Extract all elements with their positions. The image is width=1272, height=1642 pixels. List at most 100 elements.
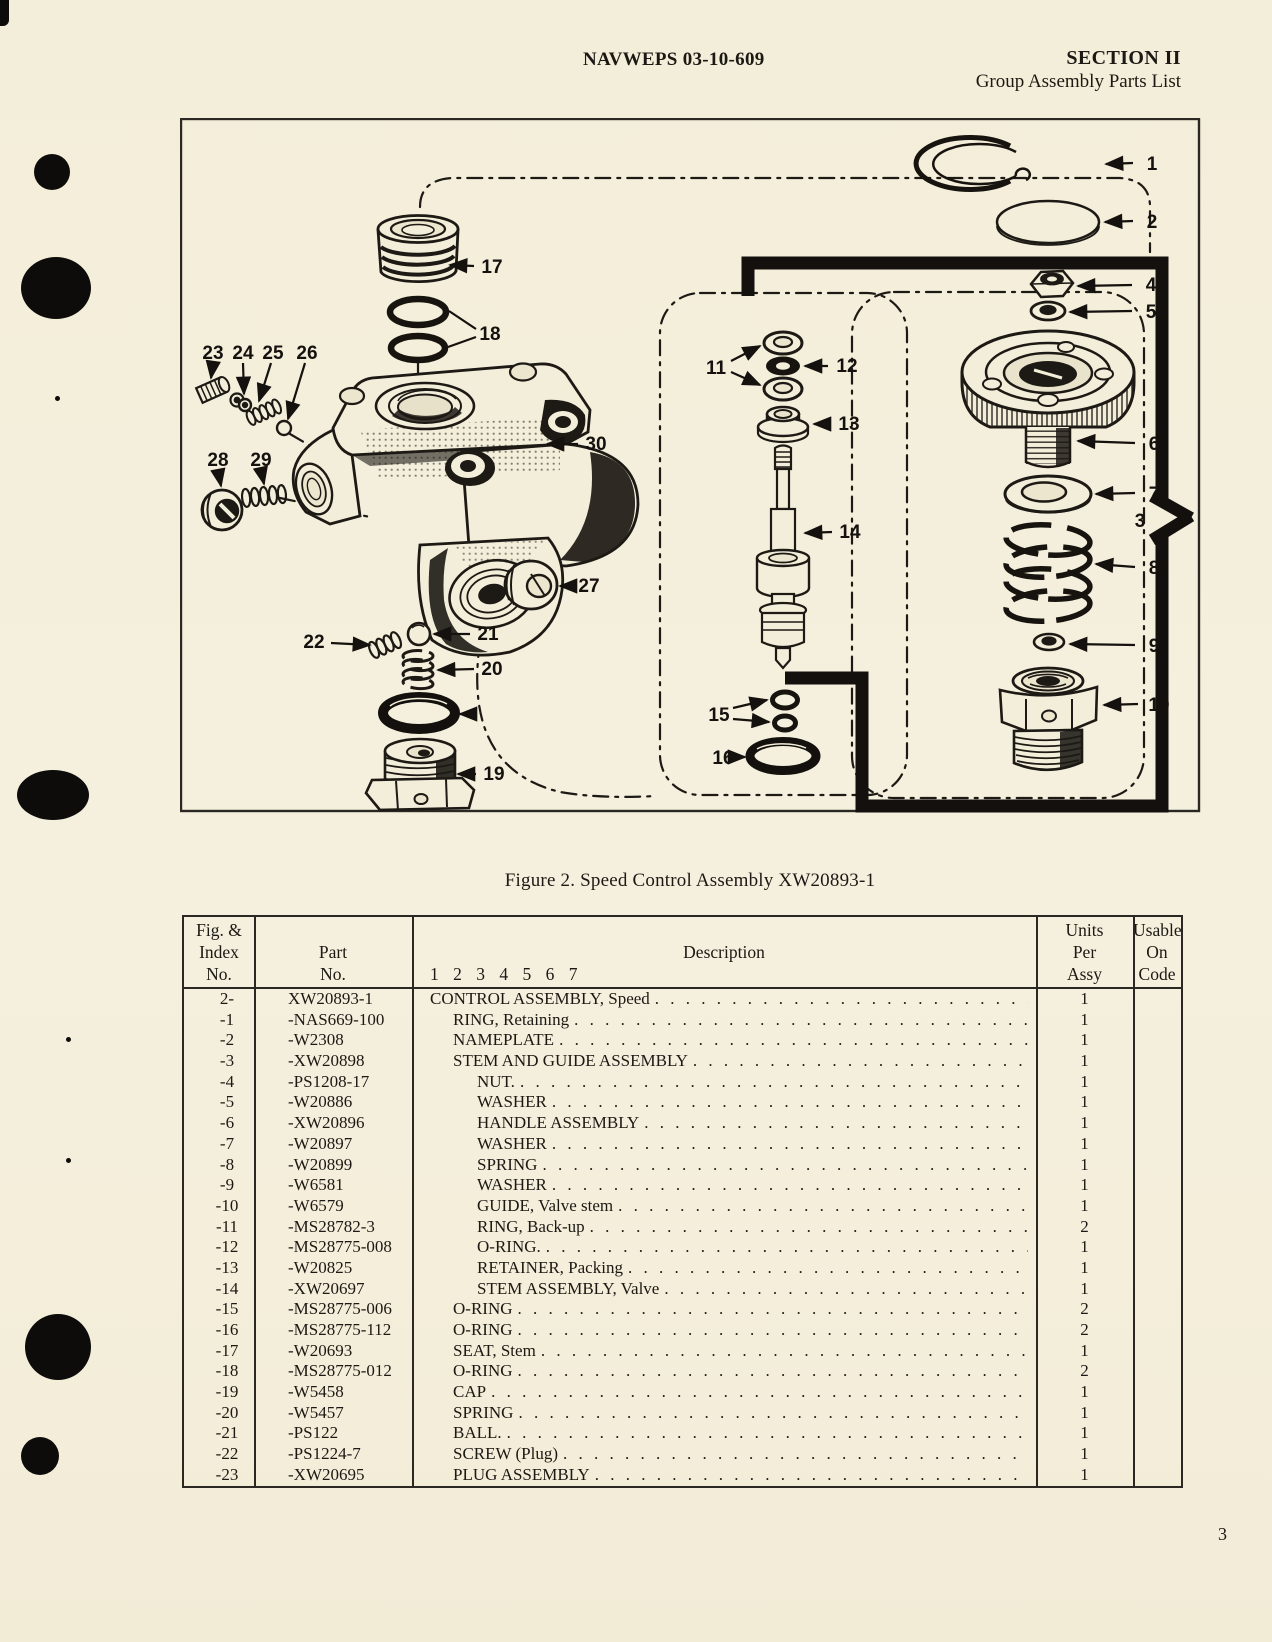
description-text: BALL. [453,1423,502,1443]
fig-index-no: -6 [219,1113,235,1133]
part-9-washer [1032,632,1066,652]
dot-leader: . . . . . . . . . . . . . . . . . . . . … [559,1030,1028,1050]
usable-on-code [1133,1196,1181,1217]
part-30-valve-body [291,362,640,657]
units-per-assy: 1 [1080,989,1089,1008]
part-no: -W20886 [288,1092,353,1112]
fig-index-no: -8 [219,1154,235,1174]
part-no: -XW20695 [288,1464,365,1484]
description-text: STEM ASSEMBLY, Valve [477,1278,660,1298]
part-no: -W5457 [288,1402,344,1422]
callout-label-8: 8 [1149,558,1160,579]
part-no: -MS28775-008 [288,1237,392,1257]
description-text: SPRING [453,1402,514,1422]
col-header-description: Description [683,942,765,962]
part-17-stem-seat [376,214,460,284]
col-header-fig: No. [206,964,232,984]
description-cell: NUT.. . . . . . . . . . . . . . . . . . … [412,1072,1036,1093]
part-no: -XW20697 [288,1278,365,1298]
description-cell: O-RING. . . . . . . . . . . . . . . . . … [412,1299,1036,1320]
part-25-spring [245,398,283,426]
units-per-assy: 1 [1080,1278,1089,1298]
col-header-fig: Index [199,942,239,962]
units-per-assy: 1 [1080,1175,1089,1195]
callout-label-5: 5 [1146,302,1157,323]
description-text: SPRING [477,1154,538,1174]
description-text: CONTROL ASSEMBLY, Speed [430,989,650,1008]
part-no: -MS28782-3 [288,1216,375,1236]
part-no: -W20899 [288,1154,353,1174]
part-20-spring [401,649,435,691]
fig-index-no: -9 [219,1175,235,1195]
part-6-handle-assembly [960,329,1136,469]
description-text: WASHER [477,1133,547,1153]
units-per-assy: 2 [1080,1216,1089,1236]
fig-index-no: -18 [215,1361,239,1381]
part-no: -W20897 [288,1133,353,1153]
part-23-plug-assembly [194,375,245,408]
punch-hole-mark [17,770,89,820]
dot-leader: . . . . . . . . . . . . . . . . . . . . … [518,1402,1028,1422]
callout-label-24: 24 [232,343,254,364]
usable-on-code [1133,989,1181,1010]
callout-label-20: 20 [481,659,502,680]
callout-label-2: 2 [1147,212,1158,233]
dot-leader: . . . . . . . . . . . . . . . . . . . . … [654,989,1028,1008]
page-number: 3 [1218,1524,1227,1544]
fig-index-no: -14 [215,1278,239,1298]
callout-label-6: 6 [1149,434,1160,455]
fig-index-no: -11 [215,1216,239,1236]
part-no: -W6581 [288,1175,344,1195]
units-per-assy: 1 [1080,1195,1089,1215]
usable-on-code [1133,1030,1181,1051]
callout-label-1: 1 [1147,154,1158,175]
description-cell: GUIDE, Valve stem. . . . . . . . . . . .… [412,1196,1036,1217]
description-text: RING, Back-up [477,1216,585,1236]
part-13-packing-retainer [756,405,810,444]
figure-border [180,118,1201,813]
dot-leader: . . . . . . . . . . . . . . . . . . . . … [540,1340,1028,1360]
description-text: CAP [453,1382,487,1402]
fig-index-no: -17 [215,1340,239,1360]
units-per-assy: 2 [1080,1299,1089,1319]
part-21-ball [406,621,432,647]
units-per-assy: 1 [1080,1402,1089,1422]
callout-label-10: 10 [1148,695,1169,716]
part-1-retaining-ring [913,135,1032,192]
col-header-usable: Code [1138,964,1176,984]
fig-index-no: -19 [215,1382,239,1402]
dot-leader: . . . . . . . . . . . . . . . . . . . . … [517,1320,1029,1339]
dot-leader: . . . . . . . . . . . . . . . . . . . . … [627,1257,1028,1277]
part-no: -W6579 [288,1195,344,1215]
dot-leader: . . . . . . . . . . . . . . . . . . . . … [692,1051,1028,1071]
description-text: O-RING. [477,1237,541,1257]
description-text: NUT. [477,1071,515,1091]
dot-leader: . . . . . . . . . . . . . . . . . . . . … [644,1113,1028,1133]
usable-on-code [1133,1010,1181,1031]
callout-label-14: 14 [839,522,861,543]
part-26-ball [275,419,293,437]
description-cell: O-RING. . . . . . . . . . . . . . . . . … [412,1320,1036,1341]
callout-label-17: 17 [481,257,502,278]
part-no: -MS28775-012 [288,1361,392,1381]
usable-on-code [1133,1341,1181,1362]
group-bracket [741,256,1195,813]
callout-label-12: 12 [836,356,857,377]
description-cell: WASHER. . . . . . . . . . . . . . . . . … [412,1175,1036,1196]
description-cell: HANDLE ASSEMBLY. . . . . . . . . . . . .… [412,1113,1036,1134]
col-header-fig: Fig. & [196,920,242,940]
callout-label-4: 4 [1146,275,1157,296]
exploded-view-diagram: 1234567891011121314151617181920212223242… [180,118,1201,813]
callout-label-21: 21 [477,624,499,645]
description-cell: STEM ASSEMBLY, Valve. . . . . . . . . . … [412,1279,1036,1300]
units-per-assy: 2 [1080,1320,1089,1339]
part-8-spring [1003,522,1093,624]
dot-leader: . . . . . . . . . . . . . . . . . . . . … [517,1299,1029,1319]
